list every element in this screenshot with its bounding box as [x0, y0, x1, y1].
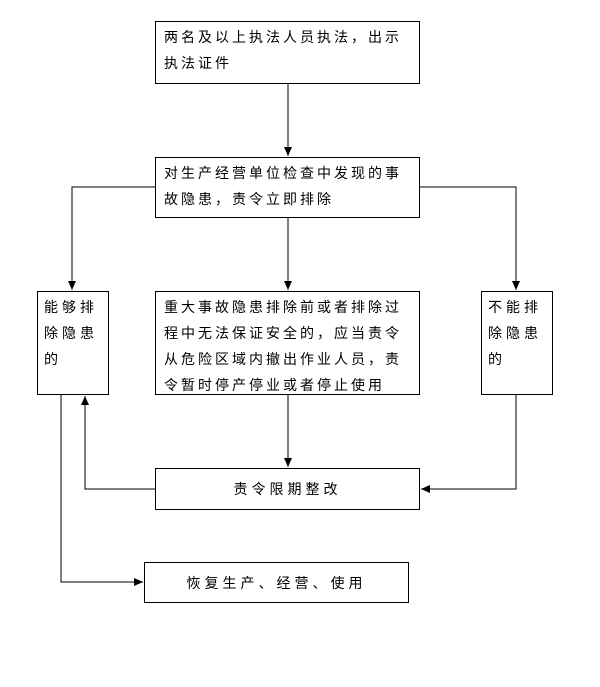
branch-hazard-not-removable: 不能排除隐患的: [481, 291, 553, 395]
branch-hazard-removable: 能够排除隐患的: [37, 291, 109, 395]
step-rectify-within-deadline: 责令限期整改: [155, 468, 420, 510]
step-resume-operations: 恢复生产、经营、使用: [144, 562, 409, 603]
arrow-box-5-to-box-6: [421, 395, 517, 493]
arrow-box-3-to-box-7: [60, 395, 143, 586]
branch-major-hazard-evacuate: 重大事故隐患排除前或者排除过程中无法保证安全的，应当责令从危险区域内撤出作业人员…: [155, 291, 420, 395]
step-present-credentials: 两名及以上执法人员执法，出示执法证件: [155, 21, 420, 84]
arrow-box-6-to-box-3: [81, 396, 155, 490]
arrow-box-2-to-box-5: [420, 186, 520, 290]
arrow-box-2-to-box-3: [68, 186, 155, 290]
step-order-immediate-removal: 对生产经营单位检查中发现的事故隐患，责令立即排除: [155, 157, 420, 218]
